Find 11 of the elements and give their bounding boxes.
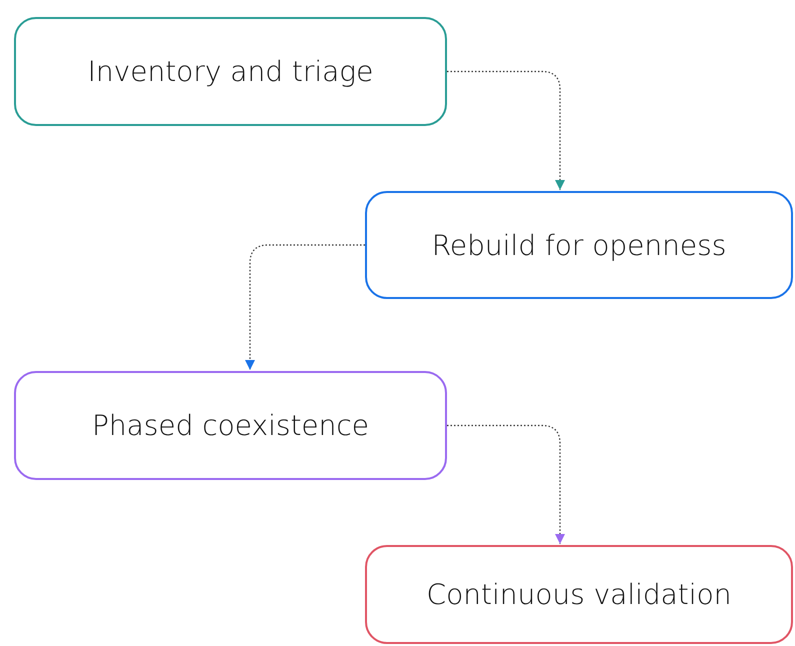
arrow	[245, 244, 365, 370]
process-box	[14, 17, 447, 126]
process-box	[365, 191, 793, 299]
arrow	[447, 424, 565, 544]
box-label: Continuous validation	[426, 578, 732, 611]
arrow	[447, 70, 565, 190]
box-label: Rebuild for openness	[432, 228, 726, 262]
box-label: Inventory and triage	[88, 55, 374, 88]
process-box	[14, 371, 447, 480]
process-box	[365, 545, 793, 644]
box-label: Phased coexistence	[92, 409, 370, 442]
